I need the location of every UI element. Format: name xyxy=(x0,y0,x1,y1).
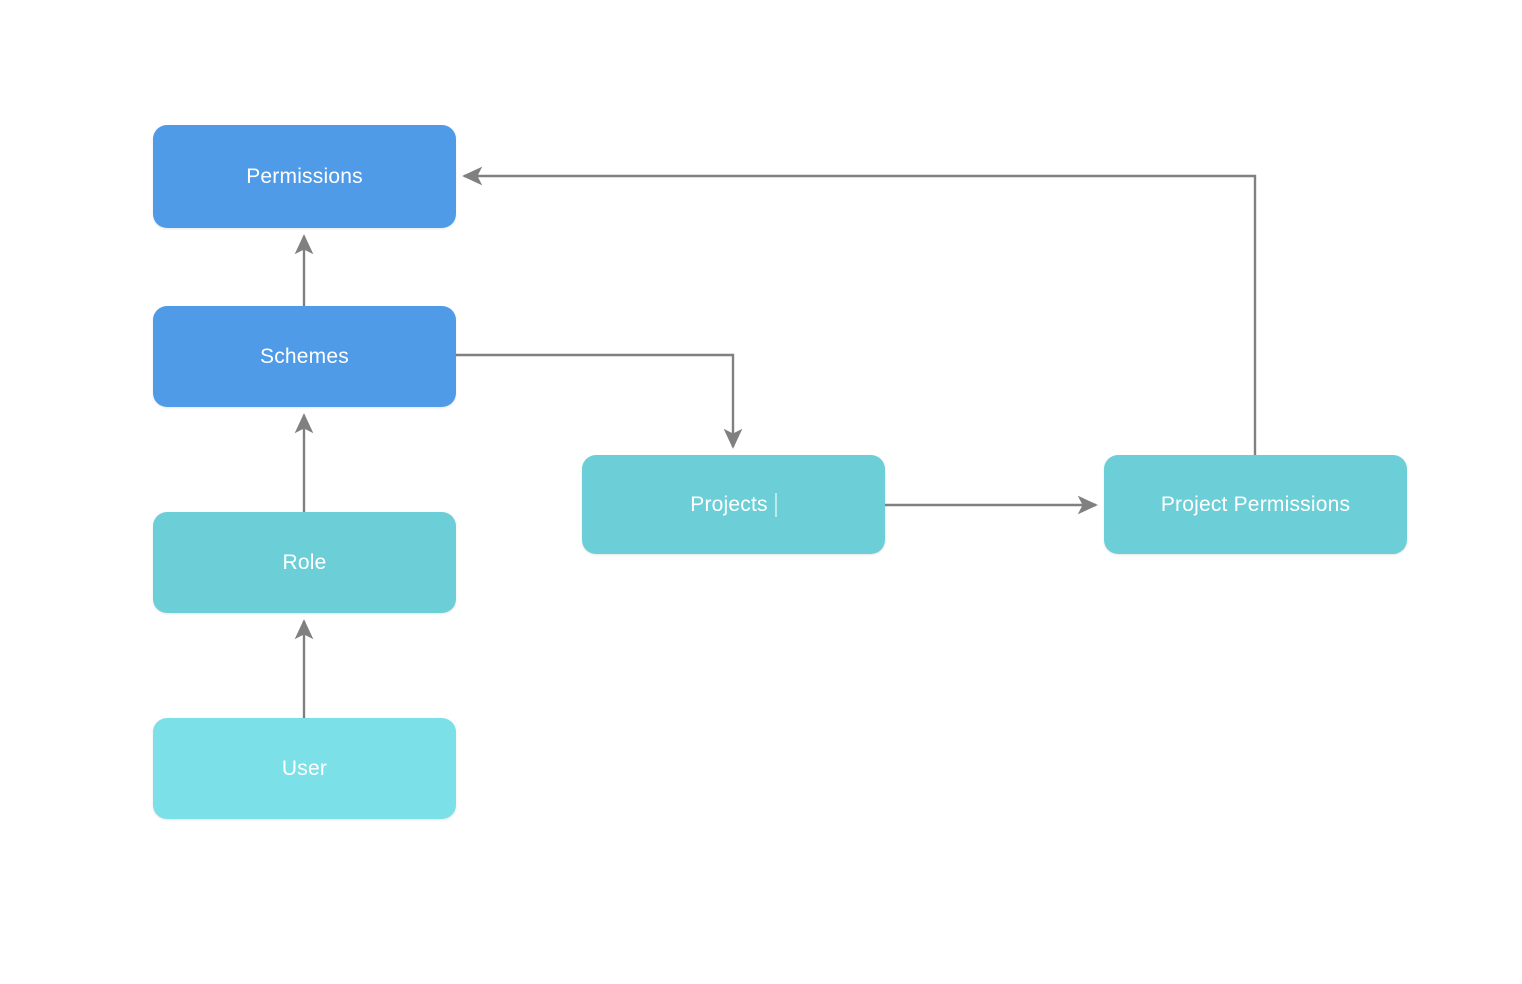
node-permissions[interactable]: Permissions xyxy=(153,125,456,228)
edge-project-permissions-to-permissions[interactable] xyxy=(462,166,1257,455)
node-projects-label: Projects xyxy=(690,492,768,516)
edge-schemes-to-projects[interactable] xyxy=(456,353,743,449)
node-permissions-label: Permissions xyxy=(246,164,363,188)
node-user-label: User xyxy=(281,756,328,780)
text-edit-caret xyxy=(774,492,777,517)
node-role[interactable]: Role xyxy=(153,512,456,613)
node-user[interactable]: User xyxy=(153,718,456,819)
node-schemes-label: Schemes xyxy=(260,344,349,368)
node-role-label: Role xyxy=(282,550,327,574)
node-project-permissions[interactable]: Project Permissions xyxy=(1104,455,1407,554)
node-schemes[interactable]: Schemes xyxy=(153,306,456,407)
node-project-permissions-label: Project Permissions xyxy=(1160,492,1351,516)
node-projects[interactable]: Projects xyxy=(582,455,885,554)
